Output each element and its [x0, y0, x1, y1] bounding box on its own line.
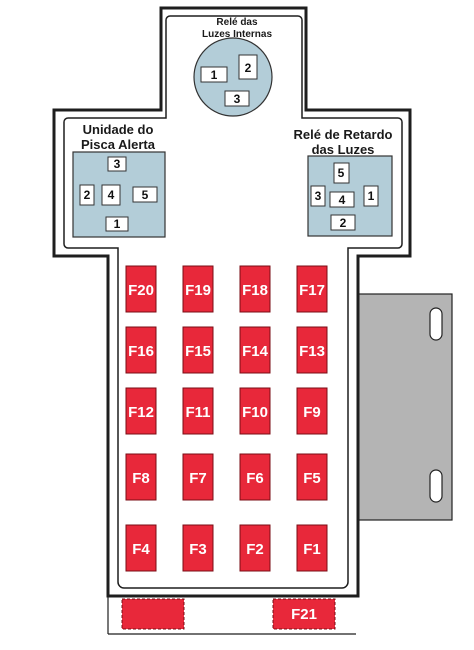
- svg-text:2: 2: [84, 188, 91, 202]
- lights-delay-relay-pin-2: 2: [330, 214, 356, 231]
- fuse-f11[interactable]: F11: [182, 387, 214, 435]
- svg-text:4: 4: [108, 188, 115, 202]
- svg-text:1: 1: [368, 189, 375, 203]
- svg-text:4: 4: [339, 193, 346, 207]
- svg-text:F4: F4: [132, 541, 150, 558]
- svg-text:F2: F2: [246, 541, 264, 558]
- lights-delay-relay-pin-1: 1: [363, 185, 379, 207]
- svg-text:F12: F12: [128, 404, 154, 421]
- fuse-f1[interactable]: F1: [296, 524, 328, 572]
- hazard-flasher-unit: Unidade do Pisca Alerta 3 2 4 5 1: [72, 122, 166, 238]
- hazard-flasher-unit-pin-3: 3: [107, 156, 127, 172]
- svg-text:F20: F20: [128, 282, 154, 299]
- svg-text:F6: F6: [246, 470, 264, 487]
- svg-text:F19: F19: [185, 282, 211, 299]
- fuse-f5[interactable]: F5: [296, 453, 328, 501]
- svg-text:3: 3: [315, 189, 322, 203]
- lights-delay-relay-title-line1: Relé de Retardo: [294, 127, 393, 142]
- svg-text:1: 1: [211, 68, 218, 82]
- svg-text:F3: F3: [189, 541, 207, 558]
- hazard-flasher-unit-pin-1: 1: [105, 216, 129, 232]
- fuse-f20[interactable]: F20: [125, 265, 157, 313]
- hazard-flasher-unit-title-line1: Unidade do: [83, 122, 154, 137]
- svg-text:F1: F1: [303, 541, 321, 558]
- svg-text:F21: F21: [291, 606, 317, 623]
- fuse-f2[interactable]: F2: [239, 524, 271, 572]
- svg-text:3: 3: [114, 157, 121, 171]
- svg-text:2: 2: [245, 61, 252, 75]
- interior-lights-relay-pin-2: 2: [238, 54, 258, 80]
- fuse-f18[interactable]: F18: [239, 265, 271, 313]
- svg-text:2: 2: [340, 216, 347, 230]
- fuse-f12[interactable]: F12: [125, 387, 157, 435]
- lights-delay-relay-pin-4: 4: [329, 191, 355, 208]
- fuse-f4[interactable]: F4: [125, 524, 157, 572]
- interior-lights-relay-title-line2: Luzes Internas: [202, 29, 272, 40]
- svg-text:F11: F11: [185, 404, 210, 421]
- bracket-slot-bottom: [429, 469, 443, 503]
- fuse-f7[interactable]: F7: [182, 453, 214, 501]
- fuse-f21[interactable]: F21: [272, 598, 336, 630]
- svg-text:F9: F9: [303, 404, 321, 421]
- fuse-f13[interactable]: F13: [296, 326, 328, 374]
- spare-fuse-tray: F21: [107, 596, 356, 635]
- svg-text:F18: F18: [242, 282, 268, 299]
- mounting-bracket: [351, 293, 453, 521]
- interior-lights-relay-title-line1: Relé das: [216, 17, 258, 28]
- spare-fuse-slot-empty[interactable]: [121, 598, 185, 630]
- lights-delay-relay-pin-3: 3: [310, 185, 326, 207]
- lights-delay-relay-pin-5: 5: [333, 162, 350, 184]
- fuse-f16[interactable]: F16: [125, 326, 157, 374]
- fuse-f10[interactable]: F10: [239, 387, 271, 435]
- lights-delay-relay-title-line2: das Luzes: [312, 142, 375, 157]
- svg-text:F10: F10: [242, 404, 268, 421]
- interior-lights-relay-pin-1: 1: [200, 66, 228, 83]
- svg-text:F13: F13: [299, 343, 325, 360]
- svg-text:F14: F14: [242, 343, 269, 360]
- svg-text:F5: F5: [303, 470, 321, 487]
- svg-text:5: 5: [338, 166, 345, 180]
- lights-delay-relay: Relé de Retardo das Luzes 5 3 4 1 2: [294, 127, 393, 237]
- svg-text:1: 1: [114, 217, 121, 231]
- svg-text:F16: F16: [128, 343, 154, 360]
- fuse-f14[interactable]: F14: [239, 326, 271, 374]
- hazard-flasher-unit-pin-2: 2: [79, 184, 95, 206]
- fuse-f8[interactable]: F8: [125, 453, 157, 501]
- svg-text:F15: F15: [185, 343, 211, 360]
- interior-lights-relay-pin-3: 3: [224, 90, 250, 107]
- interior-lights-relay: Relé das Luzes Internas 1 2 3: [193, 17, 273, 117]
- svg-text:F8: F8: [132, 470, 150, 487]
- hazard-flasher-unit-pin-4: 4: [101, 184, 121, 206]
- fuse-f15[interactable]: F15: [182, 326, 214, 374]
- bracket-slot-top: [429, 307, 443, 341]
- fuse-grid: F20 F19 F18 F17 F16 F15 F14 F13 F12 F11 …: [125, 265, 328, 572]
- fuse-f19[interactable]: F19: [182, 265, 214, 313]
- hazard-flasher-unit-pin-5: 5: [132, 186, 158, 203]
- svg-text:5: 5: [142, 188, 149, 202]
- fuse-f17[interactable]: F17: [296, 265, 328, 313]
- hazard-flasher-unit-title-line2: Pisca Alerta: [81, 137, 156, 152]
- fuse-f6[interactable]: F6: [239, 453, 271, 501]
- svg-text:F17: F17: [299, 282, 325, 299]
- fuse-f9[interactable]: F9: [296, 387, 328, 435]
- fuse-f3[interactable]: F3: [182, 524, 214, 572]
- svg-text:3: 3: [234, 92, 241, 106]
- svg-text:F7: F7: [189, 470, 207, 487]
